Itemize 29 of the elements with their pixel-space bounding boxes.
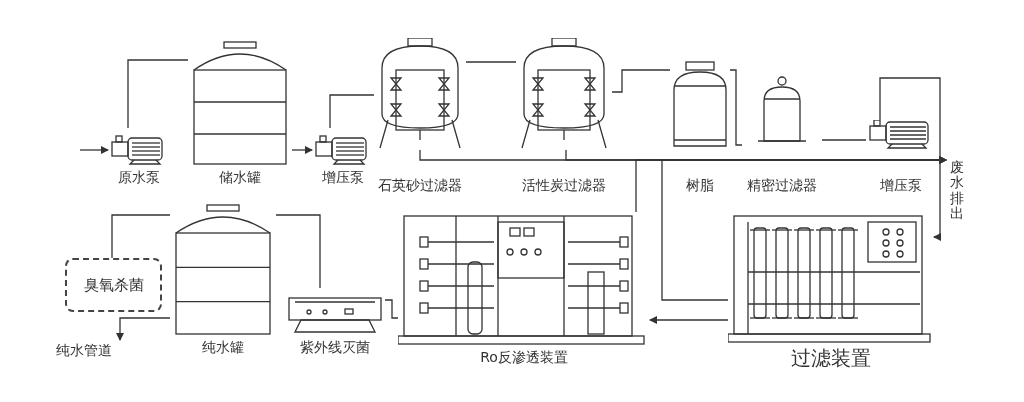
arrow	[291, 146, 313, 154]
arrow	[79, 146, 109, 154]
pipe-line	[729, 69, 743, 146]
pipe-line	[821, 139, 867, 141]
arrow	[565, 149, 947, 164]
equipment-label: 增压泵	[322, 170, 364, 184]
pipe-line	[275, 214, 321, 289]
equipment-label: 紫外线灭菌	[300, 340, 370, 354]
equipment-label: 储水罐	[219, 170, 261, 184]
outlet-label: 纯水管道	[56, 340, 112, 360]
equipment-label: 纯水罐	[202, 340, 244, 354]
equipment-label: 精密过滤器	[747, 178, 817, 192]
pipe-line	[465, 61, 517, 63]
equipment-label: 树脂	[686, 178, 714, 192]
pipe-line	[111, 214, 171, 259]
arrow	[116, 317, 171, 341]
pipe-line	[127, 59, 189, 129]
equipment-label: 增压泵	[880, 178, 922, 192]
ozone-sterilizer-box: 臭氧杀菌	[65, 258, 162, 312]
equipment-label: 活性炭过滤器	[522, 178, 606, 192]
arrow	[649, 316, 729, 324]
pipe-line	[329, 94, 375, 129]
arrow	[879, 77, 941, 241]
equipment-label: 石英砂过滤器	[378, 178, 462, 192]
equipment-label: 原水泵	[118, 170, 160, 184]
equipment-label: 过滤装置	[791, 348, 871, 368]
equipment-label: Ro反渗透装置	[480, 350, 568, 364]
pipe-line	[384, 299, 399, 319]
outlet-label: 废水排出	[950, 160, 964, 224]
